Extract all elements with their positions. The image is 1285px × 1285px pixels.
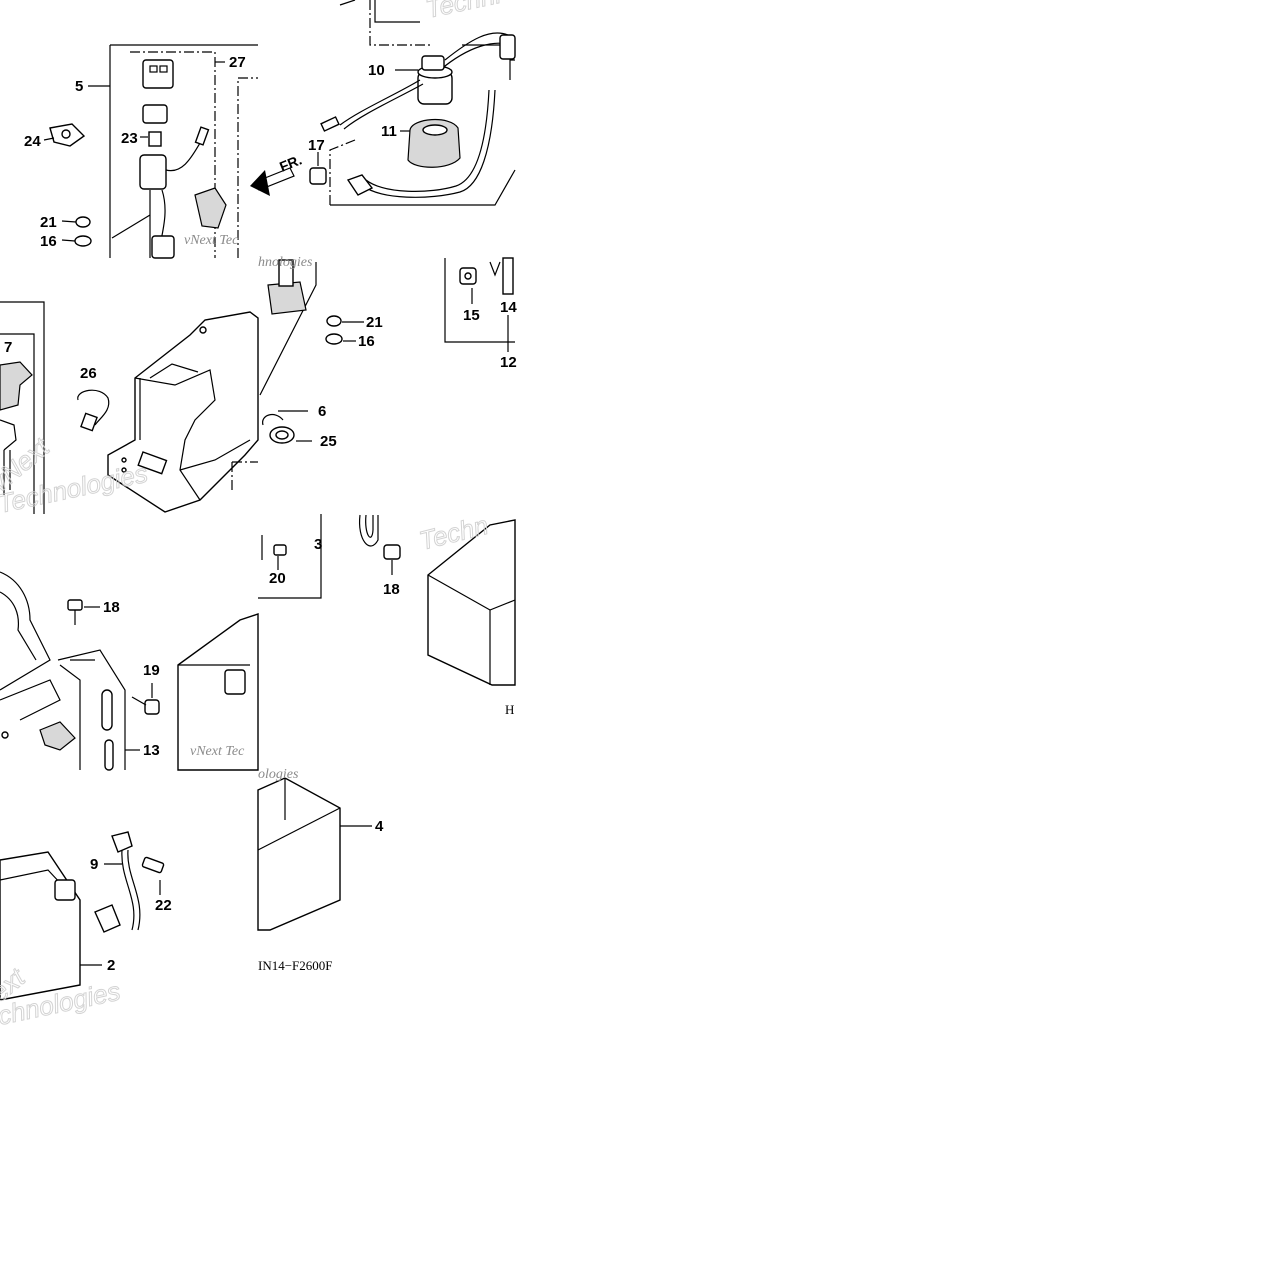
callout-18: 18 bbox=[103, 599, 120, 616]
tile-center: 21 16 6 25 hnologies bbox=[258, 255, 383, 450]
callout-21: 21 bbox=[366, 314, 383, 331]
callout-2: 2 bbox=[107, 957, 115, 974]
callout-18: 18 bbox=[383, 581, 400, 598]
tile-middle-left: 7 26 vNext Technologies bbox=[0, 301, 259, 519]
callout-17: 17 bbox=[308, 137, 325, 154]
callout-25: 25 bbox=[320, 433, 337, 450]
callout-7: 7 bbox=[4, 339, 12, 356]
callout-20: 20 bbox=[269, 570, 286, 587]
tile-top-middle: FR. 10 11 17 Techni bbox=[250, 0, 516, 206]
tile-middle-right: 15 14 12 bbox=[444, 257, 517, 371]
callout-5: 5 bbox=[75, 78, 83, 95]
callout-21: 21 bbox=[40, 214, 57, 231]
callout-14: 14 bbox=[500, 299, 517, 316]
watermark-text: vNext Tec bbox=[184, 233, 239, 248]
callout-10: 10 bbox=[368, 62, 385, 79]
callout-19: 19 bbox=[143, 662, 160, 679]
callout-24: 24 bbox=[24, 133, 41, 150]
tile-top-left: 27 5 24 23 21 16 vNext Tec bbox=[24, 44, 258, 259]
figure-code-partial: H bbox=[505, 702, 514, 717]
tile-lower-left: 18 19 13 vNext Tec bbox=[0, 571, 259, 771]
callout-4: 4 bbox=[375, 818, 384, 835]
watermark-text: ologies bbox=[258, 767, 299, 782]
tile-lower-middle: 3 20 18 H Techn bbox=[258, 509, 516, 717]
callout-16: 16 bbox=[358, 333, 375, 350]
direction-label: FR. bbox=[277, 151, 304, 174]
watermark-text: vNext Tec bbox=[190, 744, 245, 759]
watermark-text: Techni bbox=[423, 0, 504, 24]
callout-3: 3 bbox=[314, 536, 322, 553]
callout-6: 6 bbox=[318, 403, 326, 420]
callout-13: 13 bbox=[143, 742, 160, 759]
tile-bottom-middle: 4 IN14−F2600F ologies bbox=[257, 767, 384, 973]
callout-15: 15 bbox=[463, 307, 480, 324]
watermark-text: hnologies bbox=[258, 255, 313, 270]
callout-11: 11 bbox=[381, 123, 397, 140]
callout-23: 23 bbox=[121, 130, 138, 147]
callout-16: 16 bbox=[40, 233, 57, 250]
callout-26: 26 bbox=[80, 365, 97, 382]
callout-9: 9 bbox=[90, 856, 98, 873]
tile-bottom-left: 9 22 2 ext chnologies bbox=[0, 831, 172, 1031]
callout-22: 22 bbox=[155, 897, 172, 914]
figure-code: IN14−F2600F bbox=[258, 958, 333, 973]
callout-27: 27 bbox=[229, 54, 246, 71]
callout-12: 12 bbox=[500, 354, 517, 371]
